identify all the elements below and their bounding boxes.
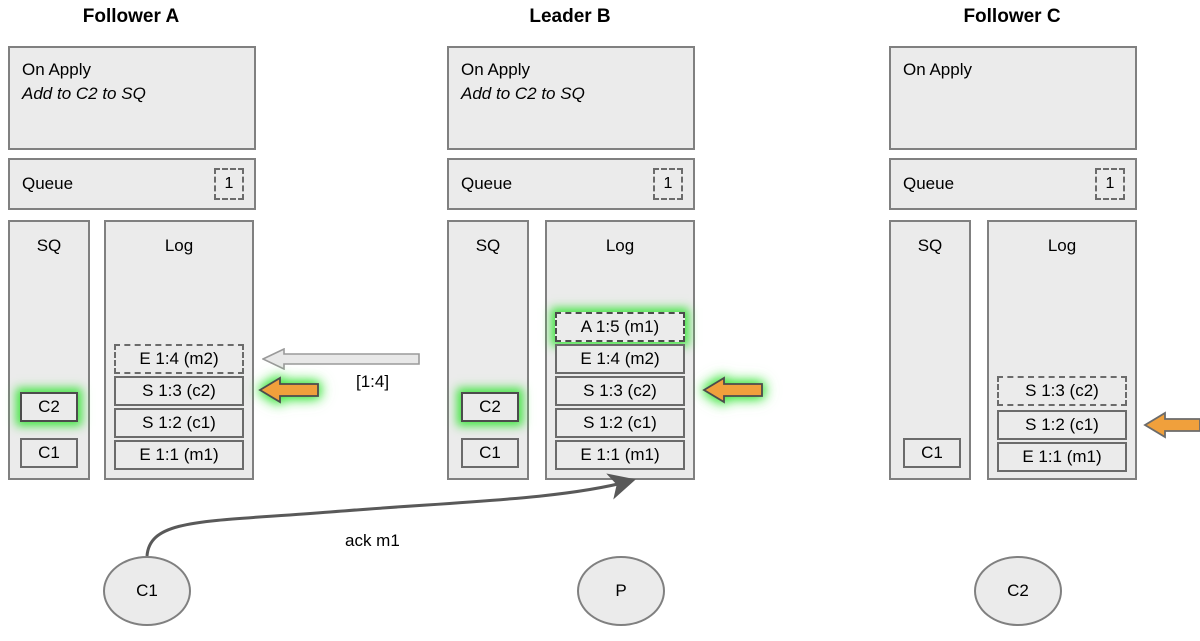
on-apply-panel-follower-c: On Apply [889,46,1137,150]
on-apply-action: Add to C2 to SQ [461,84,585,103]
sq-heading: SQ [475,236,501,255]
on-apply-panel-follower-a: On Apply Add to C2 to SQ [8,46,256,150]
sq-item[interactable]: C2 [461,392,519,422]
ack-label: ack m1 [345,531,400,550]
sq-panel-follower-c: SQ [889,220,971,480]
on-apply-heading: On Apply [461,60,530,79]
on-apply-panel-leader-b: On Apply Add to C2 to SQ [447,46,695,150]
log-entry[interactable]: S 1:3 (c2) [114,376,244,406]
queue-panel-follower-a: Queue 1 [8,158,256,210]
sq-panel-leader-b: SQ [447,220,529,480]
log-heading: Log [1047,236,1077,255]
sq-item[interactable]: C1 [20,438,78,468]
queue-count-badge: 1 [1095,168,1125,200]
queue-count-badge: 1 [653,168,683,200]
sq-item[interactable]: C2 [20,392,78,422]
client-node-c1[interactable]: C1 [103,556,191,626]
log-heading: Log [164,236,194,255]
log-entry[interactable]: E 1:1 (m1) [997,442,1127,472]
queue-panel-leader-b: Queue 1 [447,158,695,210]
apply-pointer-arrow-follower-a [258,375,320,405]
log-entry[interactable]: E 1:4 (m2) [114,344,244,374]
on-apply-action: Add to C2 to SQ [22,84,146,103]
sq-item[interactable]: C1 [461,438,519,468]
sq-heading: SQ [917,236,943,255]
queue-panel-follower-c: Queue 1 [889,158,1137,210]
on-apply-heading: On Apply [903,60,972,79]
sq-item[interactable]: C1 [903,438,961,468]
log-entry[interactable]: S 1:2 (c1) [997,410,1127,440]
queue-label: Queue [22,174,74,193]
replication-range-label: [1:4] [356,372,390,391]
queue-label: Queue [461,174,513,193]
replication-arrow-grey [261,347,420,371]
log-heading: Log [605,236,635,255]
log-entry[interactable]: S 1:2 (c1) [114,408,244,438]
log-entry[interactable]: S 1:3 (c2) [555,376,685,406]
queue-count-badge: 1 [214,168,244,200]
log-entry[interactable]: E 1:4 (m2) [555,344,685,374]
node-title-follower-c: Follower C [963,6,1061,27]
node-title-leader-b: Leader B [529,6,611,27]
apply-pointer-arrow-follower-c [1143,410,1200,440]
node-title-follower-a: Follower A [82,6,180,27]
log-entry[interactable]: S 1:3 (c2) [997,376,1127,406]
producer-node-p[interactable]: P [577,556,665,626]
log-entry[interactable]: E 1:1 (m1) [114,440,244,470]
log-panel-follower-c: Log [987,220,1137,480]
sq-panel-follower-a: SQ [8,220,90,480]
queue-label: Queue [903,174,955,193]
on-apply-heading: On Apply [22,60,91,79]
log-entry[interactable]: S 1:2 (c1) [555,408,685,438]
sq-heading: SQ [36,236,62,255]
apply-pointer-arrow-leader-b [702,375,764,405]
client-node-c2[interactable]: C2 [974,556,1062,626]
log-entry[interactable]: A 1:5 (m1) [555,312,685,342]
log-entry[interactable]: E 1:1 (m1) [555,440,685,470]
